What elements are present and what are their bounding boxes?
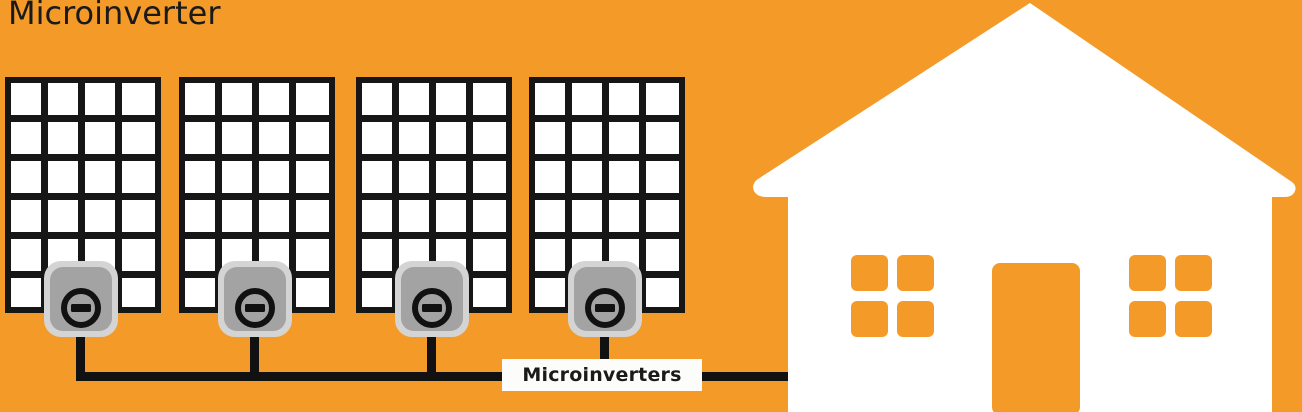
microinverter-1[interactable] [44, 261, 118, 337]
front-door[interactable] [992, 263, 1080, 412]
house-silhouette [753, 3, 1296, 412]
window-left-pane-4 [897, 301, 934, 337]
window-left [851, 255, 934, 337]
microinverter-4[interactable] [568, 261, 642, 337]
window-right-pane-2 [1175, 255, 1212, 291]
drop-wire-2 [250, 336, 259, 381]
window-right-pane-3 [1129, 301, 1166, 337]
window-right-pane-1 [1129, 255, 1166, 291]
page-title: Microinverter [8, 0, 221, 32]
window-left-pane-3 [851, 301, 888, 337]
microinverter-3[interactable] [395, 261, 469, 337]
bus-label-microinverters: Microinverters [502, 359, 702, 391]
window-right-pane-4 [1175, 301, 1212, 337]
drop-wire-4 [600, 336, 609, 381]
wiring-harness [76, 336, 790, 381]
microinverter-2[interactable] [218, 261, 292, 337]
bus-wire [76, 372, 790, 381]
drop-wire-1 [76, 336, 85, 381]
drop-wire-3 [427, 336, 436, 381]
window-left-pane-1 [851, 255, 888, 291]
window-right [1129, 255, 1212, 337]
window-left-pane-2 [897, 255, 934, 291]
bus-label-text: Microinverters [522, 364, 682, 386]
